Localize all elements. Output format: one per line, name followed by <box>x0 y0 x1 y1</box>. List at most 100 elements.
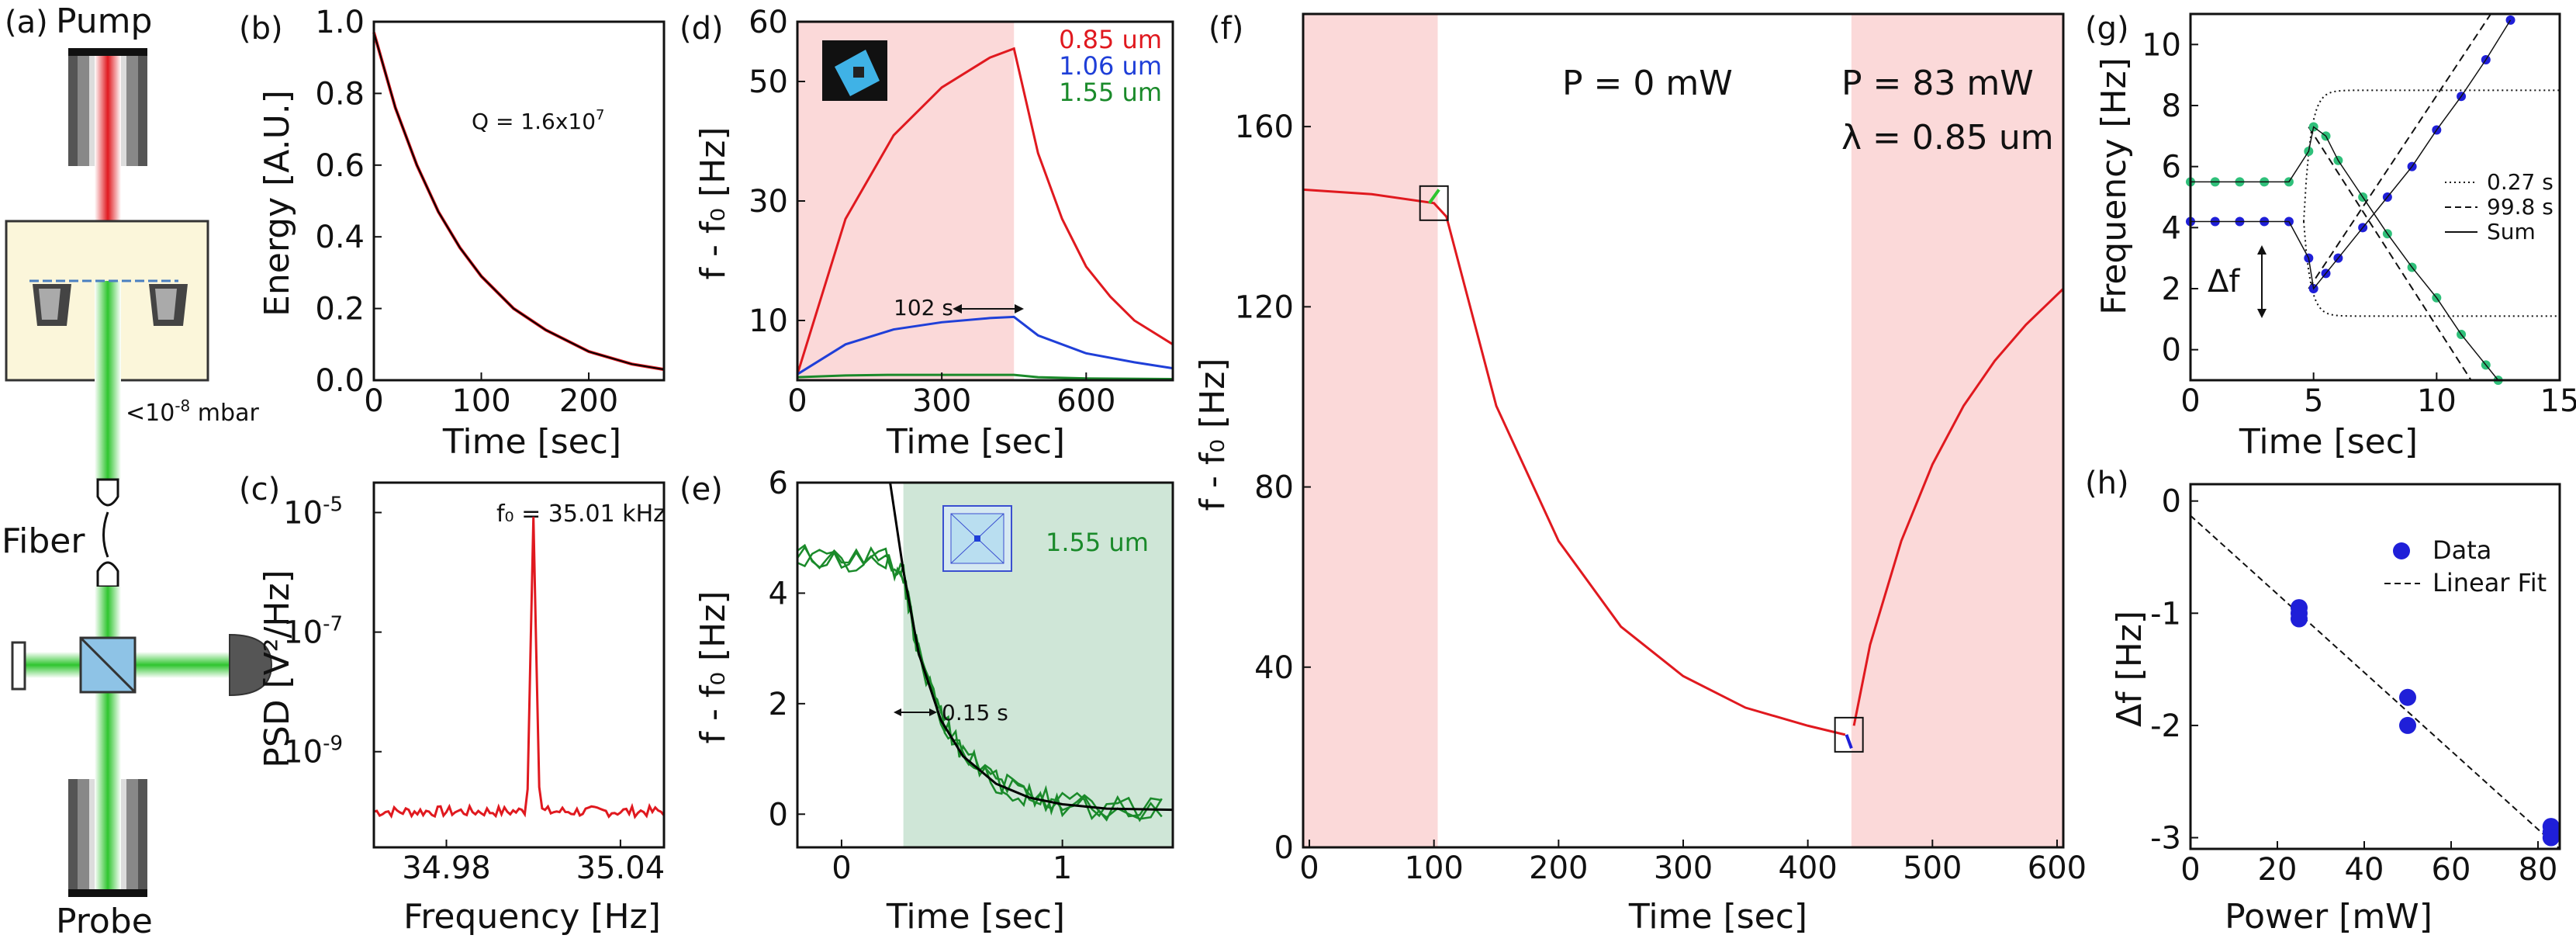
chart-b-series-line <box>373 32 665 371</box>
chart-c-ylabel: PSD [V²/Hz] <box>258 570 297 767</box>
sample-photo-inset <box>822 40 887 101</box>
panel-letter-h: (h) <box>2085 466 2129 501</box>
chart-b-xtick-label: 100 <box>451 383 510 419</box>
chart-d-ytick-label: 30 <box>749 184 788 220</box>
chart-c-ytick-exponent: -9 <box>323 732 343 756</box>
chart-g-xtick-label: 15 <box>2540 383 2576 419</box>
chart-d-xlabel: Time [sec] <box>886 422 1065 462</box>
chart-b-ytick-label: 0.0 <box>315 363 365 399</box>
chart-b-series-line <box>372 32 665 372</box>
chart-d-axes-frame <box>796 20 1174 382</box>
chart-e-ytick-label: 2 <box>769 687 788 722</box>
photodetector-icon <box>229 633 273 697</box>
chart-b-ytick-label: 0.4 <box>315 220 365 255</box>
chart-h-xtick-label: 60 <box>2432 852 2471 888</box>
chart-h-legend-label: Linear Fit <box>2433 568 2547 597</box>
pump-label: Pump <box>56 2 152 41</box>
panel-letter-g: (g) <box>2085 11 2129 47</box>
chart-c-ytick-label: 10-5 <box>283 494 343 532</box>
chart-e-annotation: 0.15 s <box>942 700 1008 726</box>
chart-f-xtick-label: 0 <box>1299 850 1319 886</box>
chart-d-legend-label: 1.55 um <box>1059 78 1162 107</box>
chart-d-xtick-label: 0 <box>787 383 807 419</box>
chart-f-ytick-label: 0 <box>1274 830 1294 866</box>
membrane-inset <box>942 505 1012 572</box>
chart-f-xtick-label: 500 <box>1903 850 1962 886</box>
panel-letter-c: (c) <box>239 472 280 507</box>
chart-c-ytick-exponent: -7 <box>323 613 343 636</box>
chart-e-ytick-label: 0 <box>769 797 788 833</box>
chart-b-ytick-label: 1.0 <box>315 5 365 40</box>
chart-f-ytick-label: 160 <box>1235 109 1294 145</box>
chart-g-fit-fast <box>2302 221 2560 317</box>
chart-c-ytick-exponent: -5 <box>323 494 343 517</box>
chart-c-annotation: f₀ = 35.01 kHz <box>496 500 666 528</box>
chart-h-ytick-label: -2 <box>2150 708 2181 744</box>
chart-f-xtick-label: 200 <box>1529 850 1588 886</box>
panel-letter-d: (d) <box>679 11 724 47</box>
chart-f-green-segment <box>1428 189 1440 204</box>
panel-letter-e: (e) <box>679 472 723 507</box>
chart-f-xtick-label: 100 <box>1405 850 1464 886</box>
chart-h-legend-label: Data <box>2433 535 2491 565</box>
chart-f-ytick-label: 40 <box>1254 650 1294 686</box>
chart-f-xlabel: Time [sec] <box>1628 897 1807 937</box>
chart-d-annotation: 102 s <box>894 295 953 320</box>
chart-h-xlabel: Power [mW] <box>2225 897 2433 937</box>
chart-g-series-line <box>2190 126 2499 381</box>
chart-e-series-line <box>797 548 1162 822</box>
chart-d-ytick-label: 50 <box>749 64 788 100</box>
panel-letter-b: (b) <box>239 11 283 47</box>
chart-e-xtick-label: 1 <box>1053 850 1072 886</box>
chart-d-ytick-label: 10 <box>749 303 788 339</box>
probe-beam-upper <box>95 380 121 480</box>
chart-g-ytick-label: 0 <box>2162 333 2181 369</box>
chart-f-xtick-label: 600 <box>2028 850 2087 886</box>
chart-f-series-line <box>1302 188 1846 736</box>
chart-e-ytick-label: 4 <box>769 576 788 611</box>
chart-g-arrowhead-down <box>2257 309 2267 318</box>
chart-e-arrowhead-left <box>894 708 901 716</box>
setup-panel: (a) Pump <10-8 mbar Fiber <box>2 2 273 941</box>
chart-g-xtick-label: 0 <box>2180 383 2200 419</box>
chart-h-data-point <box>2399 716 2416 734</box>
chart-g-ytick-label: 10 <box>2142 27 2181 63</box>
chart-g-ytick-label: 2 <box>2162 272 2181 307</box>
chart-e-series-line <box>889 482 1174 812</box>
chart-d-legend-label: 0.85 um <box>1059 25 1162 54</box>
chart-g-fit-slow <box>2308 126 2472 381</box>
chart-h-xtick-label: 0 <box>2180 852 2200 888</box>
chart-g-xtick-label: 5 <box>2304 383 2323 419</box>
chart-c-xtick-label: 34.98 <box>402 850 491 886</box>
chart-e-ytick-label: 6 <box>769 466 788 501</box>
chart-g-legend-label: 99.8 s <box>2487 194 2554 220</box>
mirror-icon <box>11 641 26 691</box>
chart-c-ytick-label: 10-9 <box>283 732 343 771</box>
chart-d-series-line <box>797 315 1174 376</box>
chart-d-ylabel: f - f₀ [Hz] <box>693 127 733 280</box>
chart-h-xtick-label: 20 <box>2258 852 2298 888</box>
probe-label: Probe <box>56 902 153 941</box>
chart-d-xtick-label: 300 <box>912 383 971 419</box>
chart-g-axes-frame <box>2189 12 2561 382</box>
chart-h-axes-frame <box>2189 483 2561 850</box>
chart-b-xlabel: Time [sec] <box>442 422 621 462</box>
chart-g-fit-slow <box>2308 13 2491 289</box>
chart-g-arrowhead-up <box>2257 245 2267 255</box>
chart-f-xtick-label: 300 <box>1654 850 1713 886</box>
chart-h-ytick-label: -1 <box>2150 596 2181 632</box>
chart-f-ytick-label: 80 <box>1254 470 1294 506</box>
chart-d-xtick-label: 600 <box>1056 383 1115 419</box>
chart-f-ylabel: f - f₀ [Hz] <box>1193 358 1233 511</box>
pressure-label: <10-8 mbar <box>126 397 259 427</box>
panel-letter-a: (a) <box>5 5 48 40</box>
chart-e-xlabel: Time [sec] <box>886 897 1065 937</box>
frequency-shift-chart: (d) f - f₀ [Hz] Time [sec] 0 300 600 10 30 50… <box>679 5 1174 462</box>
chart-g-fit-fast <box>2302 89 2560 222</box>
chart-b-ytick-label: 0.6 <box>315 148 365 184</box>
chart-h-xtick-label: 40 <box>2345 852 2384 888</box>
